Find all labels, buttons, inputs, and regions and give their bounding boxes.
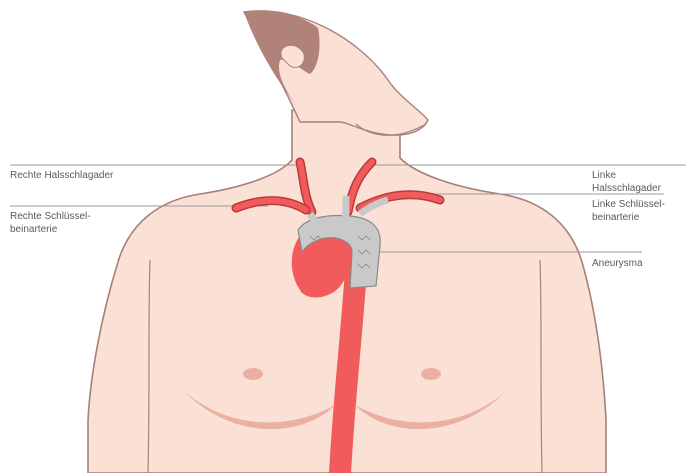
- label-right-subclavian: Rechte Schlüssel- beinarterie: [10, 210, 91, 236]
- stent-branch-left: [344, 196, 346, 226]
- label-aneurysm: Aneurysma: [592, 257, 643, 270]
- label-left-carotid: Linke Halsschlagader: [592, 169, 686, 195]
- label-right-carotid: Rechte Halsschlagader: [10, 169, 113, 182]
- nipple-left: [243, 368, 263, 380]
- nipple-right: [421, 368, 441, 380]
- label-left-subclavian: Linke Schlüssel- beinarterie: [592, 198, 665, 224]
